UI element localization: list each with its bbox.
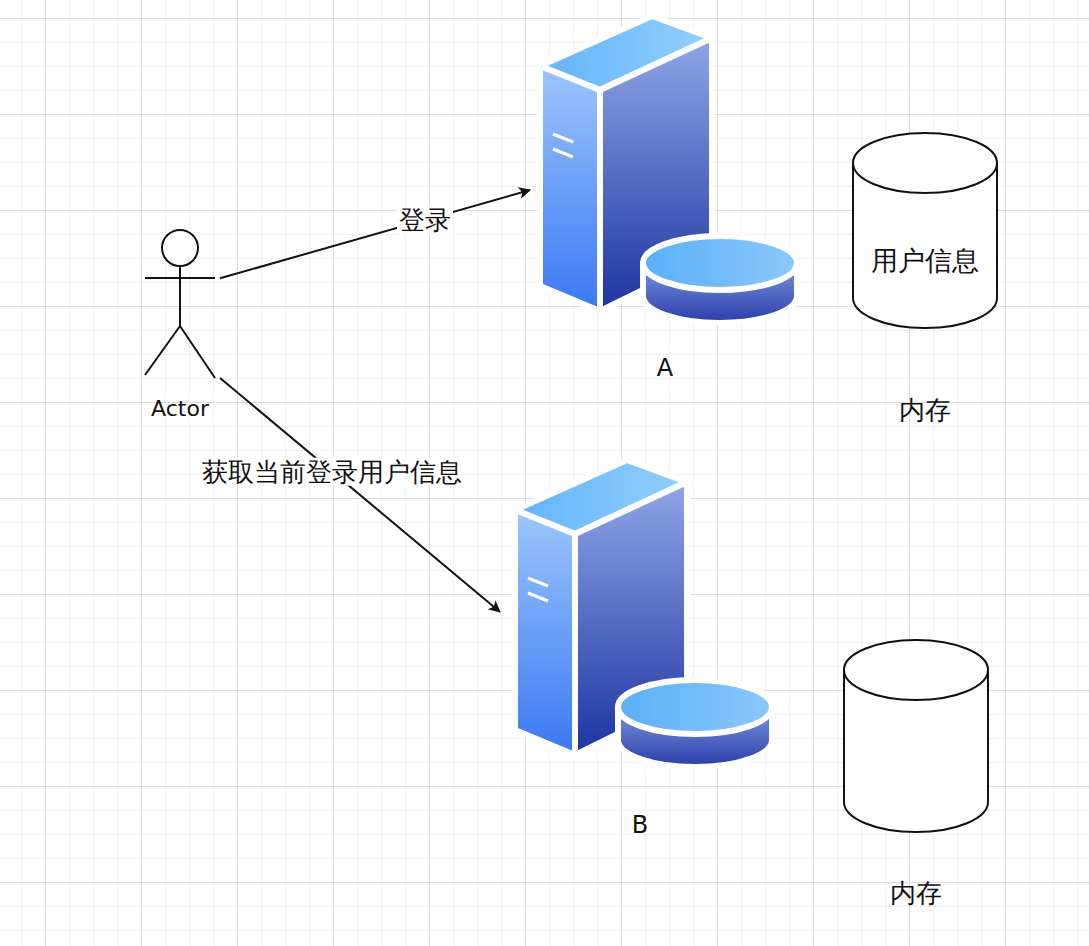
memory-node: 用户信息内存: [850, 130, 1000, 428]
edge-label: 登录: [397, 206, 453, 235]
memory-content: 用户信息: [871, 246, 979, 276]
arrow-connector: [220, 190, 530, 278]
actor-figure: [145, 230, 215, 378]
server-icon: [515, 460, 772, 767]
server-icon: [540, 16, 797, 323]
memory-label: 内存: [899, 396, 951, 425]
memory-node: 内存: [840, 636, 992, 908]
server-label: B: [632, 812, 648, 838]
memory-cylinder: [853, 133, 997, 328]
memory-label: 内存: [890, 879, 942, 908]
server-label: A: [657, 355, 673, 381]
server-node: A: [530, 15, 800, 385]
edge-label: 获取当前登录用户信息: [200, 457, 464, 486]
actor: Actor: [140, 228, 220, 423]
arrow-connector: [220, 378, 500, 612]
memory-cylinder: [844, 640, 988, 832]
server-node: B: [500, 452, 780, 842]
actor-label: Actor: [151, 397, 209, 421]
